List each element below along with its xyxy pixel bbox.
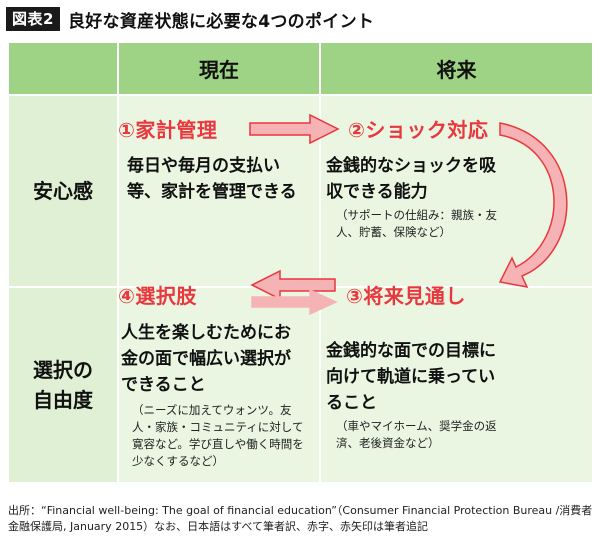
label-shock-response: ②ショック対応 (348, 118, 489, 142)
figure-label: 図表2 (6, 7, 60, 31)
note-shock-response: （サポートの仕組み：親族・友人、貯蓄、保険など） (336, 208, 497, 239)
note-future-outlook: （車やマイホーム、奨学金の返済、老後資金など） (336, 419, 497, 450)
text-choices: 人生を楽しむためにお金の面で幅広い選択ができること (121, 323, 291, 395)
right-arrow-icon (249, 113, 340, 145)
cell-future-outlook (321, 288, 592, 482)
figure-header: 図表2 良好な資産状態に必要な4つのポイント (6, 6, 374, 32)
cell-choices (119, 288, 319, 482)
row-header-freedom: 選択の 自由度 (9, 288, 117, 482)
text-shock-response: 金銭的なショックを吸収できる能力 (326, 156, 496, 202)
note-choices: （ニーズに加えてウォンツ。友人・家族・コミュニティに対して寛容など。学び直しや働… (132, 403, 304, 468)
text-future-outlook: 金銭的な面での目標に向けて軌道に乗っていること (326, 341, 496, 413)
label-future-outlook: ③将来見通し (346, 284, 466, 308)
right-arrow-icon (251, 288, 338, 316)
col-header-future: 将来 (321, 43, 592, 94)
label-household-management: ①家計管理 (118, 118, 218, 142)
figure-title: 良好な資産状態に必要な4つのポイント (67, 11, 375, 32)
label-choices: ④選択肢 (118, 284, 197, 308)
source-note: 出所：“Financial well-being: The goal of fi… (8, 504, 593, 533)
col-header-current: 現在 (119, 43, 319, 94)
text-household-management: 毎日や毎月の支払い等、家計を管理できる (127, 156, 297, 202)
curved-down-arrow-icon (498, 122, 568, 288)
points-table: 現在 将来 安心感 選択の 自由度 (9, 43, 592, 482)
corner-cell (9, 43, 117, 94)
row-header-security: 安心感 (9, 96, 117, 286)
left-arrow-icon (250, 269, 336, 301)
